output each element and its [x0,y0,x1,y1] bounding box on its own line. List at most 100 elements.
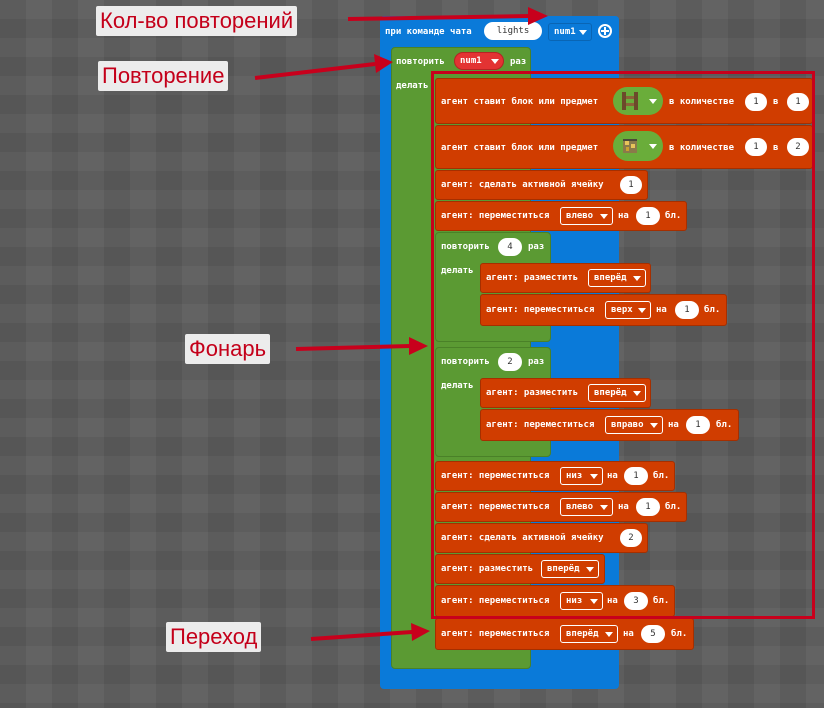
move-left-1-value[interactable]: 1 [636,207,660,225]
move-right-on: на [668,420,679,430]
place-forward-2-dir-label: вперёд [594,388,627,398]
move-up-dir[interactable]: верх [605,301,651,319]
repeat-2-value[interactable]: 2 [498,353,522,371]
place-forward-1-dir[interactable]: вперёд [588,269,646,287]
repeat-4-value[interactable]: 4 [498,238,522,256]
chevron-down-icon [633,276,641,281]
move-forward-on: на [623,629,634,639]
place-forward-3-dir[interactable]: вперёд [541,560,599,578]
move-down-3-dir-label: низ [566,596,583,606]
item-selector-1[interactable] [613,87,663,115]
move-down-3-dir[interactable]: низ [560,592,603,610]
move-up-on: на [656,305,667,315]
outer-repeat-suffix: раз [510,57,527,67]
chevron-down-icon [638,308,646,313]
outer-repeat-do-label: делать [396,81,429,91]
move-down-1-unit: бл. [653,471,670,481]
repeat-4-label: повторить [441,242,490,252]
move-right-dir[interactable]: вправо [605,416,663,434]
active-slot-block-1[interactable] [435,170,648,200]
move-down-3-value[interactable]: 3 [624,592,648,610]
move-down-1-on: на [607,471,618,481]
move-forward-dir[interactable]: вперёд [560,625,618,643]
repeat-2-do: делать [441,381,474,391]
move-left-2-on: на [618,502,629,512]
move-left-2-value[interactable]: 1 [636,498,660,516]
chat-param-dropdown[interactable]: num1 [548,23,592,41]
place-block-1-count-label: в количестве [669,97,735,107]
move-left-2-dir-label: влево [566,502,594,512]
repeat-4-suffix: раз [528,242,545,252]
move-up-unit: бл. [704,305,721,315]
place-block-1-label: агент ставит блок или предмет [441,97,599,107]
place-forward-2-dir[interactable]: вперёд [588,384,646,402]
fence-item-icon [622,92,638,110]
active-slot-1-value[interactable]: 1 [620,176,642,194]
move-left-1-dir[interactable]: влево [560,207,613,225]
move-down-1-value[interactable]: 1 [624,467,648,485]
move-down-3-on: на [607,596,618,606]
chevron-down-icon [650,423,658,428]
outer-repeat-label: повторить [396,57,445,67]
lantern-highlight-frame [431,71,815,619]
active-slot-block-2[interactable] [435,523,648,553]
move-down-1-label: агент: переместиться [441,471,550,481]
move-down-1-dir[interactable]: низ [560,467,603,485]
annotation-repeat-count: Кол-во повторений [96,6,298,36]
place-forward-2-label: агент: разместить [486,388,579,398]
annotation-transition: Переход [166,622,262,652]
move-right-label: агент: переместиться [486,420,595,430]
item-selector-2[interactable] [613,131,663,161]
move-left-2-label: агент: переместиться [441,502,550,512]
chevron-down-icon [586,567,594,572]
lantern-item-icon [623,139,637,153]
move-right-value[interactable]: 1 [686,416,710,434]
move-forward-dir-label: вперёд [566,629,599,639]
chevron-down-icon [590,474,598,479]
move-left-1-dir-label: влево [566,211,594,221]
place-forward-1-dir-label: вперёд [594,273,627,283]
annotation-lantern: Фонарь [185,334,271,364]
move-left-1-on: на [618,211,629,221]
move-left-2-unit: бл. [665,502,682,512]
move-left-2-dir[interactable]: влево [560,498,613,516]
place-block-1-count[interactable]: 1 [745,93,767,111]
move-right-unit: бл. [716,420,733,430]
chat-command-label: при команде чата [385,27,472,37]
chevron-down-icon [590,599,598,604]
place-block-2-count[interactable]: 1 [745,138,767,156]
active-slot-2-value[interactable]: 2 [620,529,642,547]
place-forward-1-label: агент: разместить [486,273,579,283]
move-up-dir-label: верх [611,305,633,315]
move-up-value[interactable]: 1 [675,301,699,319]
outer-repeat-var: num1 [460,56,482,66]
move-forward-unit: бл. [671,629,688,639]
chevron-down-icon [491,59,499,64]
chevron-down-icon [633,391,641,396]
place-block-1-slot[interactable]: 1 [787,93,809,111]
place-block-2-slot[interactable]: 2 [787,138,809,156]
place-forward-block-1[interactable] [480,263,651,293]
outer-repeat-var-dropdown[interactable]: num1 [454,52,504,70]
annotation-repeat: Повторение [98,61,229,91]
place-forward-3-dir-label: вперёд [547,564,580,574]
place-forward-3-label: агент: разместить [441,564,534,574]
chevron-down-icon [600,505,608,510]
move-left-1-unit: бл. [665,211,682,221]
chevron-down-icon [649,144,657,149]
move-right-dir-label: вправо [611,420,644,430]
move-down-3-unit: бл. [653,596,670,606]
chevron-down-icon [579,30,587,35]
chevron-down-icon [649,99,657,104]
add-parameter-icon[interactable] [598,24,612,38]
move-forward-value[interactable]: 5 [641,625,665,643]
place-block-2-count-label: в количестве [669,143,735,153]
move-left-1-label: агент: переместиться [441,211,550,221]
chevron-down-icon [605,632,613,637]
active-slot-2-label: агент: сделать активной ячейку [441,533,604,543]
chevron-down-icon [600,214,608,219]
move-up-label: агент: переместиться [486,305,595,315]
chat-param-label: num1 [554,27,576,37]
chat-command-input[interactable]: lights [484,22,542,40]
place-block-2-label: агент ставит блок или предмет [441,143,599,153]
